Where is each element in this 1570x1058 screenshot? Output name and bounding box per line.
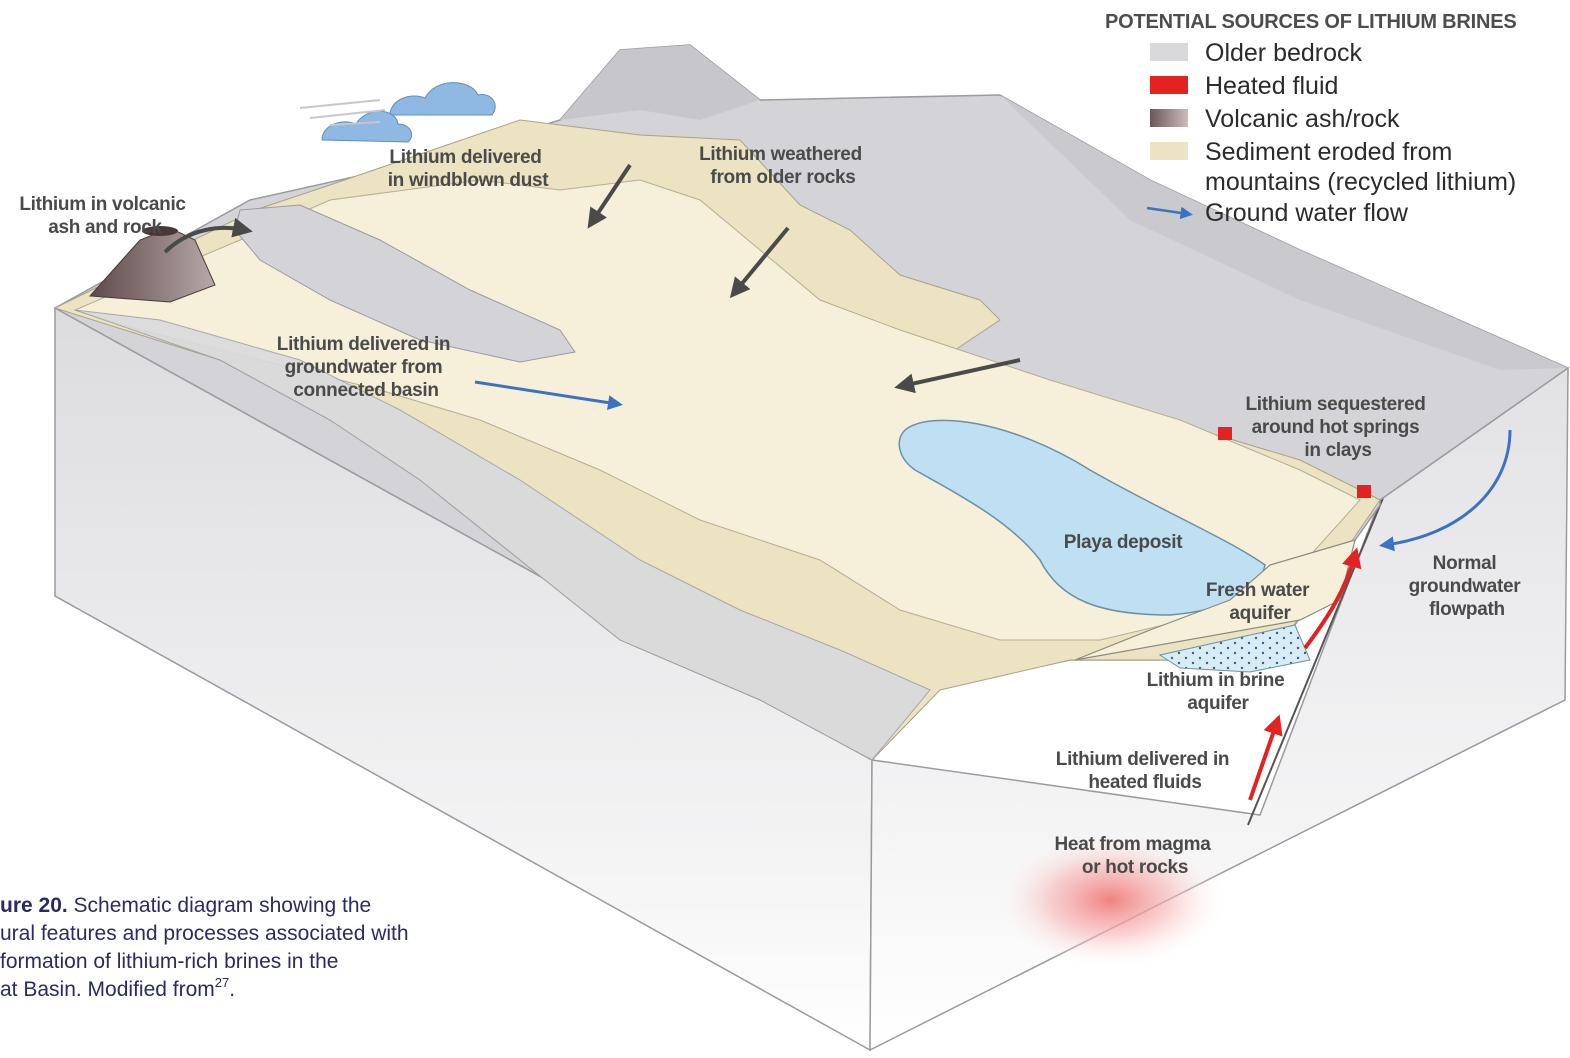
legend-swatch-volcanic-ash (1150, 109, 1188, 127)
ridge-shade (560, 45, 760, 120)
block-diagram (53, 44, 1570, 1052)
heat-glow (990, 830, 1230, 970)
caption-line-3: formation of lithium-rich brines in the (0, 950, 338, 973)
arrow-groundwater-basin (474, 380, 623, 411)
bedrock-ridge-lower (74, 309, 931, 761)
arrow-normal-flow (1379, 429, 1512, 552)
arrow-heat-upper (1303, 547, 1362, 650)
arrow-dust (587, 163, 632, 229)
legend: POTENTIAL SOURCES OF LITHIUM BRINES Olde… (1105, 11, 1517, 227)
caption-line-2: ural features and processes associated w… (0, 922, 409, 945)
label-volcanic: Lithium in volcanic ash and rock (19, 194, 190, 238)
legend-swatch-heated-fluid (1150, 76, 1188, 94)
label-dust: Lithium delivered in windblown dust (388, 147, 550, 191)
brine-aquifer (1158, 624, 1311, 673)
legend-title: POTENTIAL SOURCES OF LITHIUM BRINES (1105, 11, 1517, 33)
fresh-water-aquifer (1074, 539, 1356, 661)
arrow-volcanic (163, 217, 253, 254)
legend-swatch-older-bedrock (1150, 43, 1188, 61)
volcano-crater (142, 226, 178, 236)
legend-label-sediment: Sediment eroded from mountains (recycled… (1205, 138, 1516, 196)
bedrock-tongue (234, 204, 576, 363)
caption-superscript: 27 (215, 975, 229, 990)
legend-swatch-sediment (1150, 142, 1188, 160)
label-playa: Playa deposit (1064, 532, 1184, 553)
diagram-labels: Lithium in volcanic ash and rock Lithium… (19, 144, 1526, 878)
hot-spring-marker (1218, 427, 1232, 440)
label-hot-springs: Lithium sequestered around hot springs i… (1245, 394, 1430, 461)
clouds (299, 82, 496, 143)
legend-label-groundwater: Ground water flow (1205, 199, 1409, 227)
legend-label-older-bedrock: Older bedrock (1205, 39, 1363, 67)
label-groundwater-basin: Lithium delivered in groundwater from co… (277, 334, 455, 401)
arrow-mountain-right (894, 358, 1021, 394)
caption-line-4: at Basin. Modified from27. (0, 975, 235, 1001)
hot-spring-marker (1357, 485, 1371, 498)
legend-label-volcanic-ash: Volcanic ash/rock (1205, 105, 1400, 133)
label-magma: Heat from magma or hot rocks (1055, 834, 1216, 878)
label-brine-aquifer: Lithium in brine aquifer (1147, 670, 1290, 714)
figure-caption: ure 20. Schematic diagram showing the ur… (0, 894, 409, 1001)
caption-line-1: ure 20. Schematic diagram showing the (0, 894, 371, 917)
arrow-weathered (729, 226, 790, 299)
arrow-heat-lower (1248, 714, 1283, 801)
legend-swatch-groundwater (1146, 206, 1193, 220)
volcano (88, 227, 216, 303)
label-heated-fluids: Lithium delivered in heated fluids (1056, 749, 1234, 793)
label-normal-flow: Normal groundwater flowpath (1409, 553, 1526, 620)
label-fresh-aquifer: Fresh water aquifer (1206, 580, 1314, 624)
legend-label-heated-fluid: Heated fluid (1205, 72, 1338, 100)
label-weathered: Lithium weathered from older rocks (699, 144, 867, 188)
